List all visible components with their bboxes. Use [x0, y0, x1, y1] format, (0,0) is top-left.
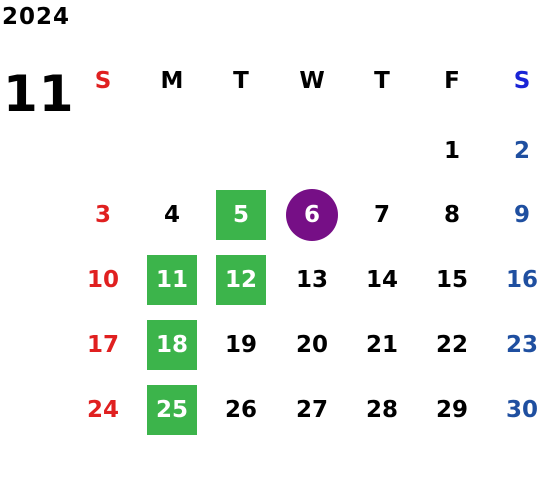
day-cell-21[interactable]: 21	[365, 332, 398, 358]
empty-day-cell	[216, 126, 266, 176]
day-cell-18[interactable]: 18	[147, 320, 197, 370]
weekday-header-saturday: S	[513, 68, 531, 94]
weekday-header-thursday: T	[374, 68, 390, 94]
day-cell-6[interactable]: 6	[286, 189, 338, 241]
day-cell-16[interactable]: 16	[505, 267, 538, 293]
day-cell-8[interactable]: 8	[443, 202, 460, 228]
day-cell-19[interactable]: 19	[224, 332, 257, 358]
day-cell-17[interactable]: 17	[86, 332, 119, 358]
day-cell-14[interactable]: 14	[365, 267, 398, 293]
day-cell-11[interactable]: 11	[147, 255, 197, 305]
day-cell-10[interactable]: 10	[86, 267, 119, 293]
day-cell-26[interactable]: 26	[224, 397, 257, 423]
day-cell-7[interactable]: 7	[373, 202, 390, 228]
day-cell-12[interactable]: 12	[216, 255, 266, 305]
day-cell-4[interactable]: 4	[163, 202, 180, 228]
day-cell-3[interactable]: 3	[94, 202, 111, 228]
weekday-header-friday: F	[444, 68, 460, 94]
day-cell-25[interactable]: 25	[147, 385, 197, 435]
empty-day-cell	[287, 126, 337, 176]
day-cell-5[interactable]: 5	[216, 190, 266, 240]
day-cell-27[interactable]: 27	[295, 397, 328, 423]
day-cell-2[interactable]: 2	[513, 138, 530, 164]
day-cell-15[interactable]: 15	[435, 267, 468, 293]
weekday-header-tuesday: T	[233, 68, 249, 94]
day-cell-22[interactable]: 22	[435, 332, 468, 358]
empty-day-cell	[147, 126, 197, 176]
day-cell-28[interactable]: 28	[365, 397, 398, 423]
year-label: 2024	[2, 4, 71, 30]
month-label: 11	[3, 65, 75, 123]
day-cell-20[interactable]: 20	[295, 332, 328, 358]
weekday-header-monday: M	[160, 68, 184, 94]
day-cell-30[interactable]: 30	[505, 397, 538, 423]
empty-day-cell	[357, 126, 407, 176]
weekday-header-sunday: S	[94, 68, 112, 94]
empty-day-cell	[78, 126, 128, 176]
day-cell-24[interactable]: 24	[86, 397, 119, 423]
day-cell-29[interactable]: 29	[435, 397, 468, 423]
weekday-header-wednesday: W	[299, 68, 325, 94]
day-cell-13[interactable]: 13	[295, 267, 328, 293]
day-cell-23[interactable]: 23	[505, 332, 538, 358]
day-cell-9[interactable]: 9	[513, 202, 530, 228]
day-cell-1[interactable]: 1	[443, 138, 460, 164]
